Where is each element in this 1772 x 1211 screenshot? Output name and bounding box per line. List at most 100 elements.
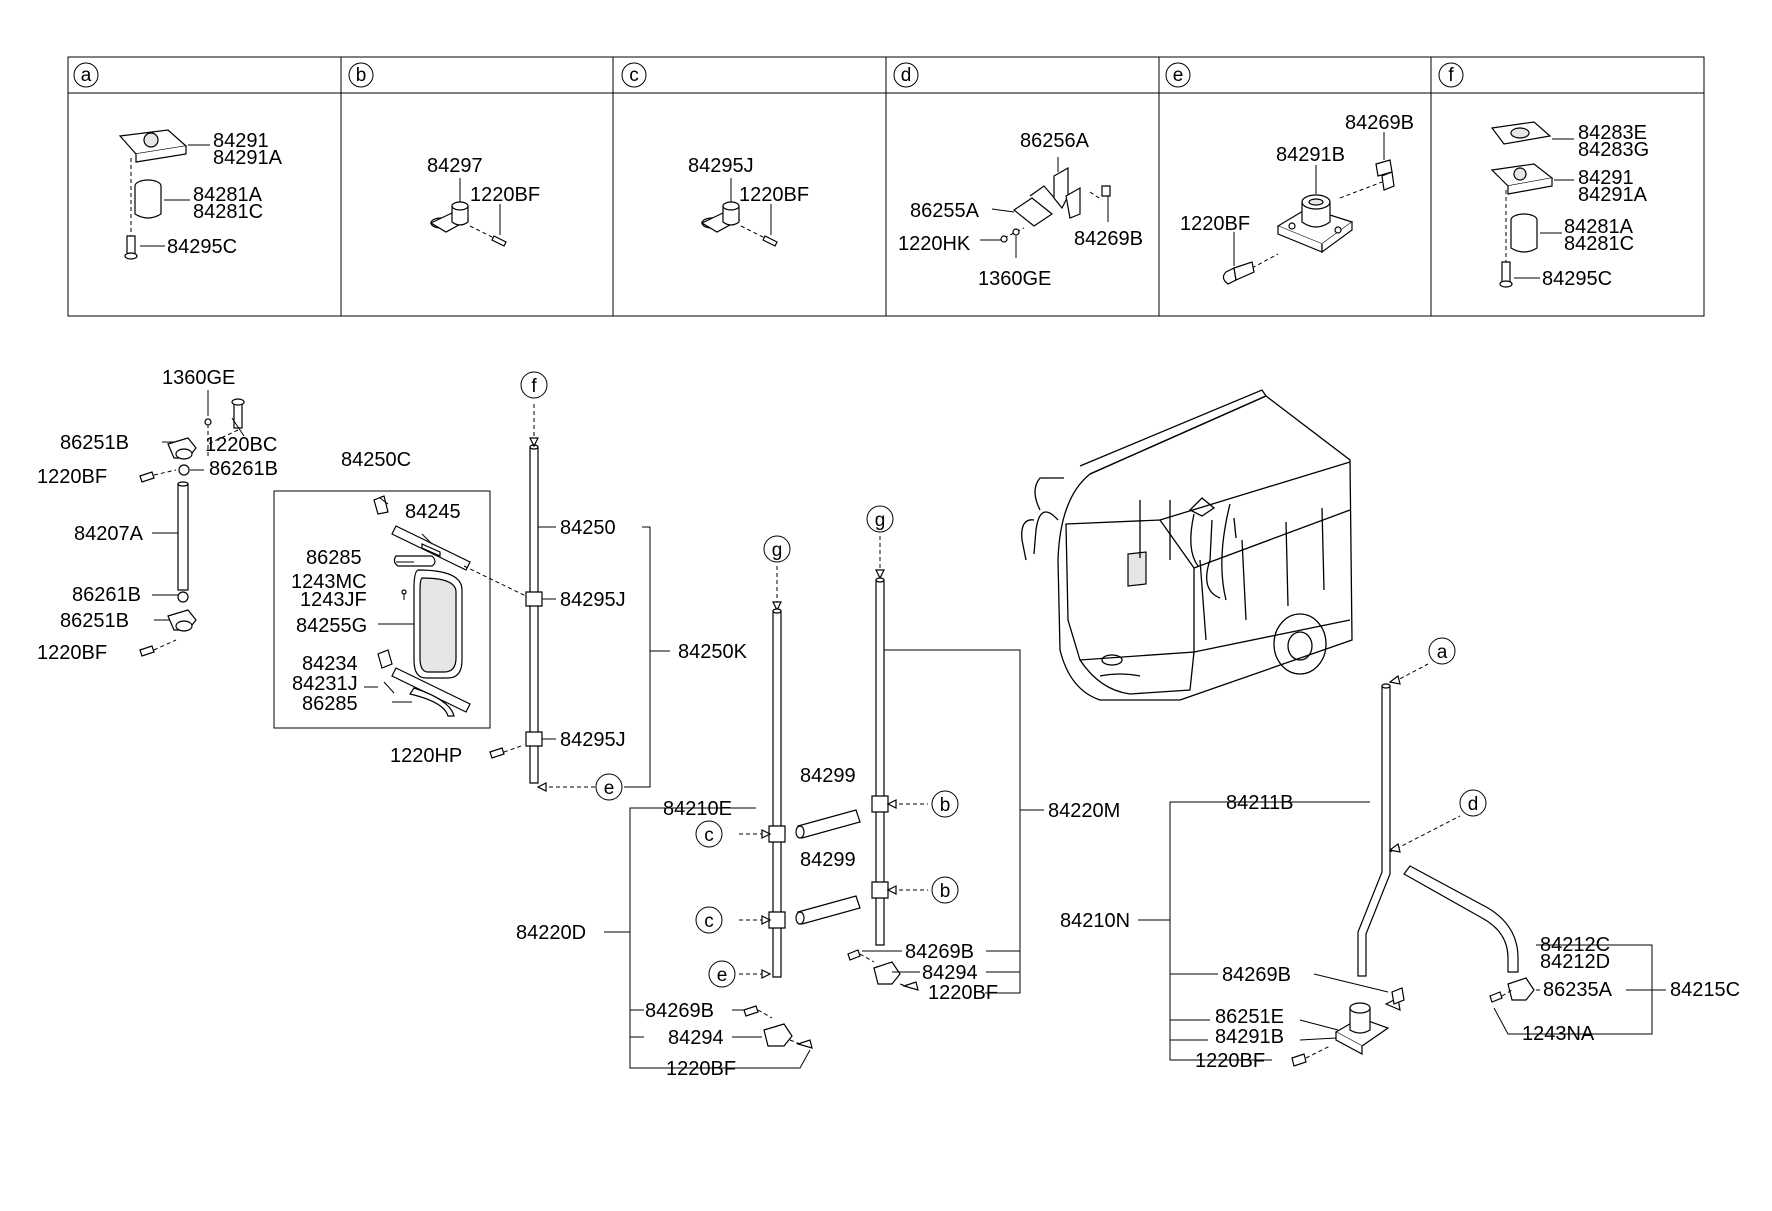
stay-d-label-1220bf: 1220BF xyxy=(666,1058,736,1080)
mirror-label-84245: 84245 xyxy=(405,501,461,523)
inset-e-label-3: 1220BF xyxy=(1180,213,1250,235)
inset-d-label-1: 86256A xyxy=(1020,130,1090,152)
stay-84215c xyxy=(1403,865,1666,1035)
stay-d-label-84299-top: 84299 xyxy=(800,765,856,787)
svg-text:b: b xyxy=(356,65,367,86)
left-label-1220bf-top: 1220BF xyxy=(37,466,107,488)
stay-n-label-86251e: 86251E xyxy=(1215,1006,1284,1028)
inset-f-parts xyxy=(1490,121,1574,288)
inset-a-label-4: 84281C xyxy=(193,201,263,223)
svg-text:e: e xyxy=(604,778,615,799)
stay-d-label-84210e: 84210E xyxy=(663,798,732,820)
left-label-86251b-top: 86251B xyxy=(60,432,129,454)
inset-header-d: d xyxy=(893,62,919,88)
inset-b-label-1: 84297 xyxy=(427,155,483,177)
mirror-label-84250c: 84250C xyxy=(341,449,411,471)
rod-84250 xyxy=(489,404,670,792)
inset-e-label-1: 84269B xyxy=(1345,112,1414,134)
svg-text:e: e xyxy=(1173,65,1184,86)
inset-header-c: c xyxy=(621,62,647,88)
stay-n-label-1220bf: 1220BF xyxy=(1195,1050,1265,1072)
mirror-label-84231j: 84231J xyxy=(292,673,358,695)
callout-b-bottom: b xyxy=(931,876,959,904)
callout-a: a xyxy=(1428,637,1456,665)
stay-n-label-84211b: 84211B xyxy=(1226,792,1293,814)
rod-label-84295j-top: 84295J xyxy=(560,589,626,611)
svg-text:b: b xyxy=(940,881,951,902)
inset-a-label-2: 84291A xyxy=(213,147,283,169)
svg-text:c: c xyxy=(704,825,714,846)
stay-m-label-84269b: 84269B xyxy=(905,941,974,963)
stay-m-label-84220m: 84220M xyxy=(1048,800,1120,822)
rod-label-84250: 84250 xyxy=(560,517,616,539)
inset-a-parts xyxy=(118,129,210,260)
svg-text:g: g xyxy=(875,510,886,531)
left-label-1220bc: 1220BC xyxy=(205,434,277,456)
mirror-label-1243jf: 1243JF xyxy=(300,589,367,611)
inset-header-a: a xyxy=(73,62,99,88)
inset-f-label-5: 84281A xyxy=(1564,216,1634,238)
inset-a-label-1: 84291 xyxy=(213,130,269,152)
mirror-assembly xyxy=(273,490,531,729)
mirror-label-86285-bottom: 86285 xyxy=(302,693,358,715)
inset-e-parts xyxy=(1222,132,1395,285)
stay-d-label-84299-bottom: 84299 xyxy=(800,849,856,871)
callout-e-bottom: e xyxy=(708,960,736,988)
inset-d-label-4: 1360GE xyxy=(978,268,1051,290)
inset-f-label-6: 84281C xyxy=(1564,233,1634,255)
inset-d-label-3: 1220HK xyxy=(898,233,971,255)
stay-c-label-84212d: 84212D xyxy=(1540,951,1610,973)
inset-a-label-3: 84281A xyxy=(193,184,263,206)
callout-g-left: g xyxy=(763,535,791,563)
inset-header-f: f xyxy=(1438,62,1464,88)
callout-c-top: c xyxy=(695,820,723,848)
svg-text:d: d xyxy=(901,65,912,86)
svg-text:e: e xyxy=(717,965,728,986)
left-label-86261b-top: 86261B xyxy=(209,458,278,480)
mirror-label-86285-top: 86285 xyxy=(306,547,362,569)
inset-b-label-2: 1220BF xyxy=(470,184,540,206)
stay-d-label-84220d: 84220D xyxy=(516,922,586,944)
inset-header-e: e xyxy=(1165,62,1191,88)
stay-c-label-86235a: 86235A xyxy=(1543,979,1613,1001)
inset-f-label-4: 84291A xyxy=(1578,184,1648,206)
callout-b-top: b xyxy=(931,790,959,818)
callout-d: d xyxy=(1459,789,1487,817)
svg-text:g: g xyxy=(772,540,783,561)
svg-text:c: c xyxy=(629,65,639,86)
mirror-label-84234: 84234 xyxy=(302,653,358,675)
inset-table: a b c d e f 84291 84291A 84281A 84281C 8… xyxy=(67,56,1705,317)
mirror-label-84255g: 84255G xyxy=(296,615,367,637)
inset-d-parts xyxy=(980,157,1111,258)
inset-header-b: b xyxy=(348,62,374,88)
svg-text:a: a xyxy=(1437,642,1448,663)
left-label-86261b-bottom: 86261B xyxy=(72,584,141,606)
left-rod-assembly xyxy=(139,390,245,657)
svg-text:d: d xyxy=(1468,794,1479,815)
stay-n-label-84291b: 84291B xyxy=(1215,1026,1284,1048)
rod-label-84250k: 84250K xyxy=(678,641,748,663)
stay-84220m xyxy=(847,536,1044,994)
inset-f-label-1: 84283E xyxy=(1578,122,1647,144)
stay-d-label-84294: 84294 xyxy=(668,1027,724,1049)
inset-e-label-2: 84291B xyxy=(1276,144,1345,166)
stay-n-label-84210n: 84210N xyxy=(1060,910,1130,932)
stay-c-label-84212c: 84212C xyxy=(1540,934,1610,956)
stay-84220d xyxy=(604,566,861,1069)
left-label-84207a: 84207A xyxy=(74,523,144,545)
svg-text:a: a xyxy=(81,65,92,86)
callout-e-top: e xyxy=(595,773,623,801)
stay-c-label-84215c: 84215C xyxy=(1670,979,1740,1001)
stay-m-label-1220bf: 1220BF xyxy=(928,982,998,1004)
inset-b-parts xyxy=(429,178,507,247)
inset-d-label-2: 86255A xyxy=(910,200,980,222)
svg-text:f: f xyxy=(1448,65,1454,86)
inset-f-label-3: 84291 xyxy=(1578,167,1634,189)
stay-84210n xyxy=(1138,663,1461,1067)
callout-c-bottom: c xyxy=(695,906,723,934)
left-label-1360ge: 1360GE xyxy=(162,367,235,389)
rod-label-84295j-bottom: 84295J xyxy=(560,729,626,751)
left-label-86251b-bottom: 86251B xyxy=(60,610,129,632)
inset-d-label-5: 84269B xyxy=(1074,228,1143,250)
